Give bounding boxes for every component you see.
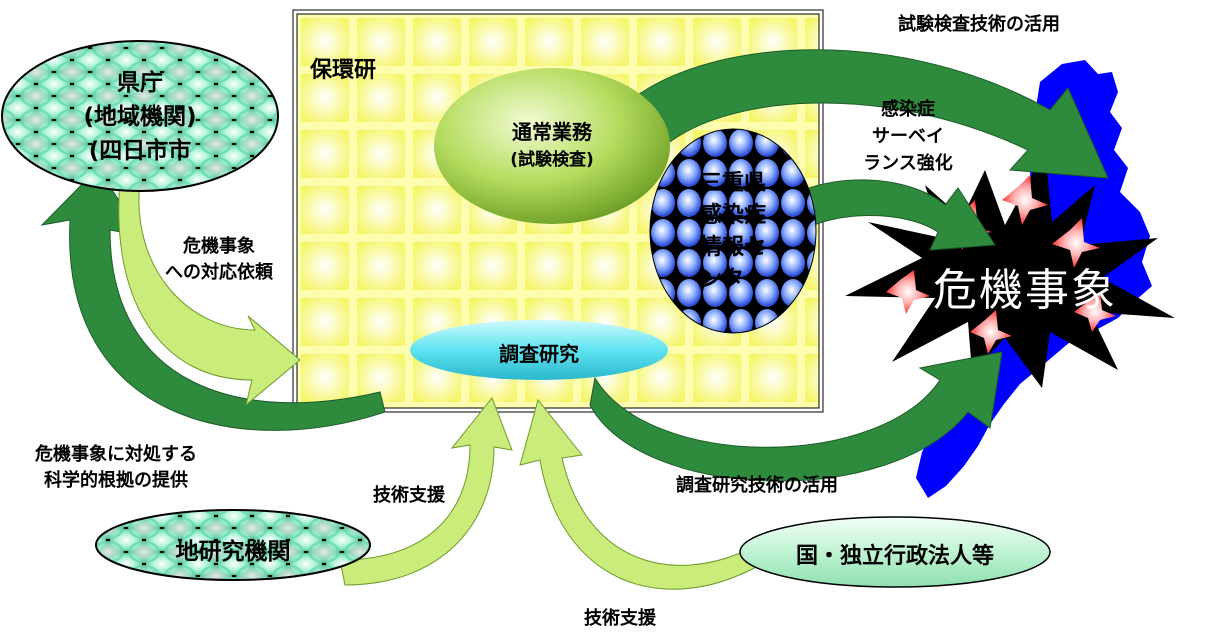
- national-ellipse: [739, 516, 1051, 588]
- prefecture-line-2: (地域機関): [83, 104, 197, 130]
- arrow-testing-use: [619, 49, 1109, 179]
- arrow-request: [118, 179, 301, 407]
- testing-use-label: 試験検査技術の活用: [898, 14, 1060, 35]
- prefecture-label: 県庁 (地域機関) (四日市市: [2, 66, 278, 168]
- arrow-surveillance: [784, 179, 996, 251]
- routine-label: 通常業務 (試験検査): [434, 118, 670, 174]
- info-line-3: 情報セ: [699, 235, 766, 260]
- info-line-4: ンター: [699, 267, 766, 292]
- routine-ellipse: [434, 68, 670, 224]
- request-label: 危機事象 への対応依頼: [154, 234, 284, 286]
- evidence-line-1: 危機事象に対処する: [35, 444, 197, 465]
- request-line-2: への対応依頼: [165, 262, 273, 283]
- evidence-label: 危機事象に対処する 科学的根拠の提供: [0, 442, 232, 494]
- evidence-line-2: 科学的根拠の提供: [44, 470, 188, 491]
- tech-support-1-label: 技術支援: [373, 485, 445, 506]
- tech-support-2-label: 技術支援: [584, 608, 656, 629]
- prefecture-line-3: (四日市市: [88, 138, 192, 164]
- local-lab-ellipse: [95, 509, 371, 581]
- research-ellipse: [410, 320, 668, 380]
- surveillance-label: 感染症 サーベイ ランス強化: [838, 96, 978, 177]
- arrow-research-use: [589, 351, 1003, 482]
- surveillance-line-2: サーベイ: [872, 126, 944, 147]
- crisis-label: 危機事象: [933, 265, 1117, 316]
- routine-line2: (試験検査): [510, 150, 594, 170]
- local-lab-label: 地研究機関: [175, 539, 291, 565]
- prefecture-line-1: 県庁: [117, 70, 163, 96]
- research-use-label: 調査研究技術の活用: [676, 475, 838, 496]
- hokanken-title: 保環研: [310, 58, 377, 83]
- arrow-tech-support-2: [519, 398, 761, 590]
- info-line-2: 感染症: [699, 203, 766, 228]
- routine-line1: 通常業務: [512, 120, 592, 144]
- prefecture-ellipse: [1, 40, 279, 192]
- info-center-ellipse: [649, 128, 817, 334]
- national-label: 国・独立行政法人等: [795, 544, 994, 569]
- info-line-1: 三重県: [699, 171, 766, 196]
- info-center-label: 三重県 感染症 情報セ ンター: [650, 168, 816, 296]
- arrow-tech-support-1: [339, 397, 513, 586]
- request-line-1: 危機事象: [183, 236, 255, 257]
- research-label: 調査研究: [499, 342, 579, 366]
- surveillance-line-1: 感染症: [881, 99, 935, 120]
- surveillance-line-3: ランス強化: [863, 153, 953, 174]
